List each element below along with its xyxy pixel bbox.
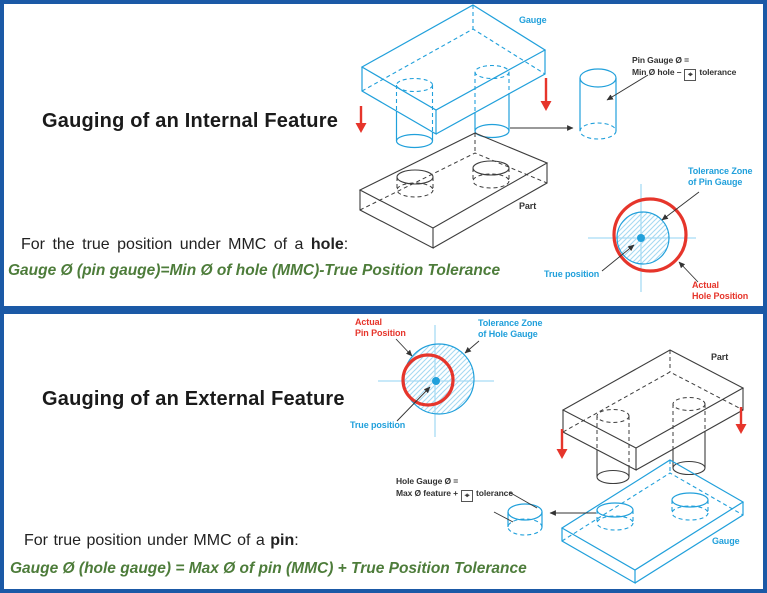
external-formula: Gauge Ø (hole gauge) = Max Ø of pin (MMC… bbox=[10, 560, 527, 577]
gauge-hole-detail-drawing bbox=[493, 491, 596, 536]
external-statement: For true position under MMC of a pin: bbox=[24, 532, 299, 549]
gauge-label-external: Gauge bbox=[712, 536, 740, 546]
tolerance-zone-label-internal: Tolerance Zone of Pin Gauge bbox=[688, 166, 753, 187]
part-with-holes-drawing bbox=[358, 132, 549, 249]
section-divider bbox=[0, 306, 767, 314]
actual-hole-position-label: Actual Hole Position bbox=[692, 280, 749, 301]
press-down-arrows-external bbox=[556, 407, 747, 459]
internal-formula: Gauge Ø (pin gauge)=Min Ø of hole (MMC)-… bbox=[8, 262, 501, 279]
hole-gauge-tolerance-zone-diagram bbox=[378, 325, 494, 437]
part-label-external: Part bbox=[711, 352, 729, 362]
actual-pin-position-label: Actual Pin Position bbox=[355, 317, 406, 338]
pin-gauge-tolerance-zone-diagram bbox=[588, 184, 700, 292]
pin-gauge-note-line2: Min Ø hole –⌖tolerance bbox=[632, 66, 737, 81]
pin-gauge-cylinder-drawing bbox=[579, 68, 649, 140]
internal-title: Gauging of an Internal Feature bbox=[42, 110, 339, 132]
hole-gauge-note-line1: Hole Gauge Ø = bbox=[396, 476, 459, 486]
hole-gauge-equation-note: Hole Gauge Ø = Max Ø feature +⌖tolerance bbox=[396, 476, 513, 502]
part-with-pins-drawing bbox=[561, 349, 745, 485]
pin-gauge-note-line1: Pin Gauge Ø = bbox=[632, 55, 690, 65]
tolerance-zone-label-external: Tolerance Zone of Hole Gauge bbox=[478, 318, 543, 339]
true-position-label-internal: True position bbox=[544, 269, 600, 279]
external-title: Gauging of an External Feature bbox=[42, 388, 345, 410]
hole-gauge-note-line2: Max Ø feature +⌖tolerance bbox=[396, 487, 513, 502]
true-position-symbol-icon: ⌖ bbox=[684, 68, 697, 81]
gauge-plate-drawing bbox=[360, 4, 547, 149]
press-down-arrows-internal bbox=[355, 78, 552, 133]
hole-gauge-plate-drawing bbox=[560, 459, 745, 585]
true-position-label-external: True position bbox=[350, 420, 406, 430]
pin-gauge-equation-note: Pin Gauge Ø = Min Ø hole –⌖tolerance bbox=[632, 55, 736, 81]
part-label-internal: Part bbox=[519, 201, 537, 211]
gauge-label-internal: Gauge bbox=[519, 15, 547, 25]
true-position-symbol-icon: ⌖ bbox=[461, 489, 474, 502]
internal-statement: For the true position under MMC of a hol… bbox=[21, 236, 349, 253]
